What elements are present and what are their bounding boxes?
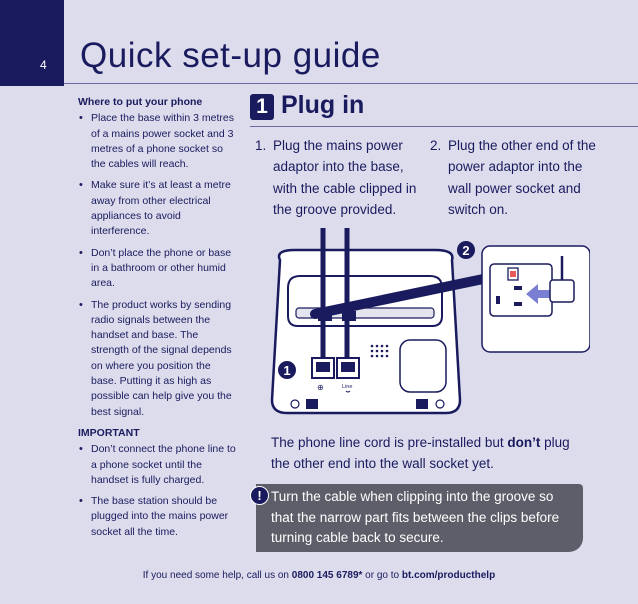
note-emphasis: don’t (507, 435, 541, 450)
placement-bullet: Place the base within 3 metres of a main… (78, 111, 238, 172)
base-foot (435, 399, 445, 409)
warning-text: Turn the cable when clipping into the gr… (271, 489, 560, 545)
base-slot (416, 399, 428, 409)
socket-pin (514, 286, 522, 290)
base-station-illustration: ⊕ Line 1 2 (270, 228, 590, 415)
placement-bullet: The product works by sending radio signa… (78, 298, 238, 420)
socket-pin (514, 302, 522, 306)
callout-1-badge (278, 361, 296, 379)
help-url: bt.com/producthelp (401, 570, 496, 581)
adaptor-cable (310, 273, 493, 319)
placement-list: Place the base within 3 metres of a main… (78, 111, 238, 420)
important-bullet: Don’t connect the phone line to a phone … (78, 442, 238, 488)
placement-bullet: Make sure it’s at least a metre away fro… (78, 178, 238, 239)
callout-2-label: 2 (462, 243, 469, 258)
base-rear-panel (399, 339, 447, 393)
power-port-symbol: ⊕ (317, 383, 324, 392)
title-divider (64, 83, 638, 84)
base-slot (306, 399, 318, 409)
footer-help: If you need some help, call us on 0800 1… (0, 570, 638, 581)
line-port-symbol (345, 390, 351, 393)
footer-text: or go to (362, 570, 402, 581)
placement-section: Where to put your phone Place the base w… (78, 95, 238, 546)
important-bullet: The base station should be plugged into … (78, 494, 238, 540)
phone-line-note: The phone line cord is pre-installed but… (271, 432, 591, 474)
insert-arrow-icon (526, 284, 550, 304)
instruction-text: Plug the mains power adaptor into the ba… (273, 138, 417, 218)
base-foot (290, 399, 300, 409)
callout-1-label: 1 (283, 363, 290, 378)
step-number-badge: 1 (250, 94, 274, 120)
instruction-number: 2. (430, 138, 442, 153)
power-plug (549, 279, 575, 303)
callout-2-badge (457, 241, 475, 259)
help-phone-number: 0800 145 6789* (291, 570, 363, 581)
step-title: Plug in (281, 91, 365, 119)
page-number: 4 (40, 58, 47, 72)
speaker-grille (370, 344, 389, 358)
socket-pin (496, 296, 500, 304)
page-title: Quick set-up guide (80, 36, 381, 75)
page-tab: 4 (0, 0, 64, 86)
footer-text: If you need some help, call us on (142, 570, 292, 581)
step-divider (250, 126, 638, 127)
note-text: The phone line cord is pre-installed but (271, 435, 508, 450)
instruction-text: Plug the other end of the power adaptor … (448, 138, 596, 218)
line-port-label: Line (342, 384, 352, 390)
important-heading: IMPORTANT (78, 426, 140, 439)
instruction-2: 2. Plug the other end of the power adapt… (430, 135, 600, 221)
placement-heading: Where to put your phone (78, 96, 203, 108)
instruction-number: 1. (255, 138, 267, 153)
warning-box: ! Turn the cable when clipping into the … (250, 484, 583, 552)
exclamation-icon: ! (250, 486, 269, 505)
important-list: Don’t connect the phone line to a phone … (78, 442, 238, 540)
note-text: plug the other end into the wall socket … (271, 435, 570, 471)
instruction-1: 1. Plug the mains power adaptor into the… (255, 135, 430, 221)
placement-bullet: Don’t place the phone or base in a bathr… (78, 246, 238, 292)
